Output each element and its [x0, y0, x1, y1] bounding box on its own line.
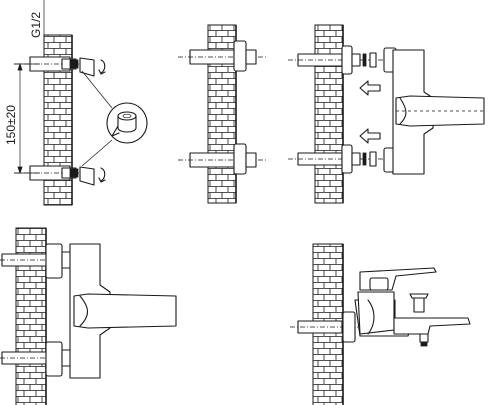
- wall-pipe-upper: [0, 243, 90, 279]
- thread-size-label: G1/2: [29, 12, 43, 38]
- tape-roll-icon: [111, 111, 137, 137]
- step-4-mounted-side-view: [0, 227, 177, 405]
- step-2-fit-connectors: [178, 24, 268, 204]
- push-arrow-icon: [359, 128, 381, 144]
- mixer-body: [354, 267, 471, 347]
- step-5-mounted-front-view: [290, 243, 471, 405]
- rotation-arrow-icon: [98, 167, 106, 183]
- step-3-attach-mixer-body: [288, 24, 485, 204]
- brick-wall: [314, 24, 344, 204]
- mixer-body: [383, 47, 485, 175]
- center-distance-label: 150±20: [4, 105, 18, 145]
- wall-pipe-upper: [14, 56, 95, 77]
- step-1-measure-and-seal: 150±20 G1/2: [4, 0, 148, 206]
- mixer-body: [69, 243, 177, 379]
- wall-pipe-upper: [288, 45, 386, 75]
- wall-pipe-upper: [178, 40, 268, 72]
- wall-pipe-lower: [288, 144, 386, 174]
- wall-pipe-lower: [0, 341, 90, 377]
- push-arrow-icon: [359, 80, 381, 96]
- center-distance-dimension: 150±20: [4, 62, 40, 175]
- rotation-arrow-icon: [98, 59, 106, 75]
- wall-pipe-lower: [178, 143, 268, 175]
- tape-callout: [81, 70, 148, 167]
- thread-size-callout: G1/2: [29, 0, 45, 57]
